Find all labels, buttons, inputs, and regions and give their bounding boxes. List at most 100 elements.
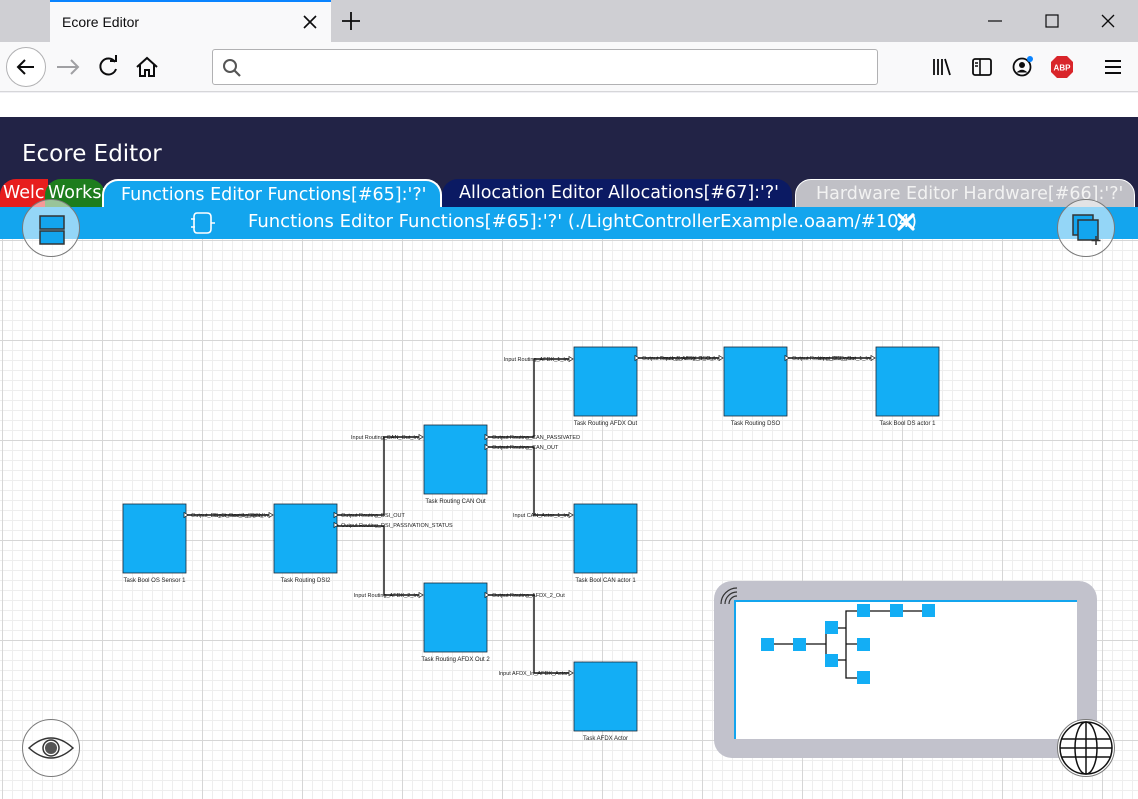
port-label-dso-out: Output Routing_DSO_Out [792, 356, 856, 362]
reload-icon[interactable] [91, 50, 125, 84]
minimap-node [857, 671, 870, 684]
minimap-node [761, 638, 774, 651]
port-marker[interactable] [484, 443, 490, 451]
function-node-sensor[interactable] [122, 503, 187, 574]
new-tab-icon[interactable] [340, 10, 362, 32]
function-node-afdxact[interactable] [573, 661, 638, 732]
port-marker[interactable] [484, 433, 490, 441]
node-label: Task AFDX Actor [583, 736, 628, 742]
port-marker[interactable] [784, 354, 790, 362]
port-label-canout-in: Input Routing_CAN_Out_In [351, 435, 418, 441]
view-toggle-button[interactable] [22, 719, 80, 777]
function-node-afdxout2[interactable] [423, 582, 488, 653]
browser-tab[interactable]: Ecore Editor [50, 0, 331, 42]
tab-hardware-editor[interactable]: Hardware Editor Hardware[#66]:'?' [795, 179, 1135, 209]
port-marker[interactable] [718, 354, 724, 362]
function-node-canout[interactable] [423, 424, 488, 495]
port-label-afdxout2-out: Output Routing_AFDX_2_Out [492, 593, 565, 599]
minimap-node [922, 604, 935, 617]
close-window-icon[interactable] [1099, 12, 1117, 30]
minimap-diagram [761, 604, 935, 684]
port-marker[interactable] [333, 511, 339, 519]
port-marker[interactable] [418, 591, 424, 599]
port-label-dsi2-out1: Output Routing_DSI_OUT [341, 513, 406, 519]
port-label-afdxout-out: Output Routing_AFDX_1_Out [642, 356, 715, 362]
port-marker[interactable] [484, 591, 490, 599]
function-node-afdxout[interactable] [573, 346, 638, 417]
node-label: Task Routing CAN Out [425, 499, 486, 505]
menu-icon[interactable] [1101, 55, 1125, 79]
port-marker[interactable] [870, 354, 876, 362]
node-label: Task Routing DSO [731, 421, 781, 427]
add-view-icon [1072, 214, 1101, 245]
port-label-dso-in: Input_Routing_DSO_In [661, 356, 718, 362]
port-label-canout-out2: Output Routing_CAN_OUT [492, 445, 559, 451]
function-node-osact[interactable] [875, 346, 940, 417]
port-label-afdxact-in: Input AFDX_In_AFDX_Actor [499, 671, 569, 677]
connection-edge[interactable] [488, 358, 572, 438]
connection-edge[interactable] [337, 525, 422, 596]
new-view-button[interactable] [1057, 199, 1115, 257]
layout-icon [39, 215, 65, 245]
layout-button[interactable] [22, 199, 80, 257]
node-label: Task Routing AFDX Out [574, 421, 638, 427]
node-label: Task Routing DSI2 [281, 578, 331, 584]
port-label-osact-in: Input_DS_actor_1_In [818, 356, 870, 362]
port-marker[interactable] [568, 355, 574, 363]
connection-edge[interactable] [488, 446, 572, 516]
port-label-dsi2-in: Input_Routing_DSI_In [214, 513, 268, 519]
connection-edge[interactable] [488, 594, 572, 674]
port-label-canout-out1: Output Routing_CAN_PASSIVATED [492, 435, 580, 441]
eye-icon [27, 737, 75, 759]
port-marker[interactable] [268, 511, 274, 519]
function-node-dso[interactable] [723, 346, 788, 417]
home-icon[interactable] [130, 50, 164, 84]
minimap-view[interactable] [734, 600, 1077, 739]
minimap-node [857, 638, 870, 651]
connection-edge[interactable] [337, 436, 422, 516]
diagram-edges [187, 357, 874, 674]
function-node-dsi2[interactable] [273, 503, 338, 574]
tab-allocation-editor[interactable]: Allocation Editor Allocations[#67]:'?' [442, 179, 792, 209]
minimize-icon[interactable] [986, 12, 1004, 30]
adblock-icon[interactable]: ABP [1050, 55, 1074, 79]
sidebar-icon[interactable] [970, 55, 994, 79]
globe-button[interactable] [1057, 719, 1115, 777]
back-arrow-icon [16, 59, 34, 75]
port-label-afdxout2-in: Input Routing_AFDX_2_In [354, 593, 418, 599]
back-button[interactable] [6, 47, 46, 87]
minimap-node [825, 621, 838, 634]
port-marker[interactable] [183, 511, 189, 519]
close-tab-icon[interactable] [301, 13, 319, 31]
port-label-canact-in: Input CAN_Actor_1_In [513, 513, 568, 519]
library-icon[interactable] [930, 55, 954, 79]
port-label-sensor-out: Output_DS_Sensor_1_Signal [191, 513, 263, 519]
function-node-canact[interactable] [573, 503, 638, 574]
functions-editor-icon [191, 212, 215, 234]
maximize-icon[interactable] [1043, 12, 1061, 30]
globe-icon [1059, 721, 1113, 775]
browser-tab-strip: Ecore Editor [0, 0, 1138, 42]
browser-tab-title: Ecore Editor [62, 14, 140, 30]
minimap-panel[interactable] [714, 581, 1097, 758]
app-title: Ecore Editor [22, 141, 162, 167]
minimap-node [825, 654, 838, 667]
minimap-resize-icon[interactable] [718, 585, 740, 607]
account-icon[interactable] [1010, 55, 1034, 79]
forward-arrow-icon[interactable] [52, 50, 86, 84]
navigation-bar: ABP [0, 42, 1138, 92]
port-marker[interactable] [418, 433, 424, 441]
port-marker[interactable] [634, 354, 640, 362]
minimap-node [890, 604, 903, 617]
port-marker[interactable] [568, 511, 574, 519]
port-marker[interactable] [333, 521, 339, 529]
tab-functions-editor[interactable]: Functions Editor Functions[#65]:'?' [102, 179, 442, 209]
port-marker[interactable] [568, 669, 574, 677]
search-icon [223, 59, 241, 77]
url-bar[interactable] [212, 49, 878, 85]
close-editor-icon[interactable] [896, 212, 916, 232]
editor-title-bar: Functions Editor Functions[#65]:'?' (./L… [0, 207, 1138, 239]
